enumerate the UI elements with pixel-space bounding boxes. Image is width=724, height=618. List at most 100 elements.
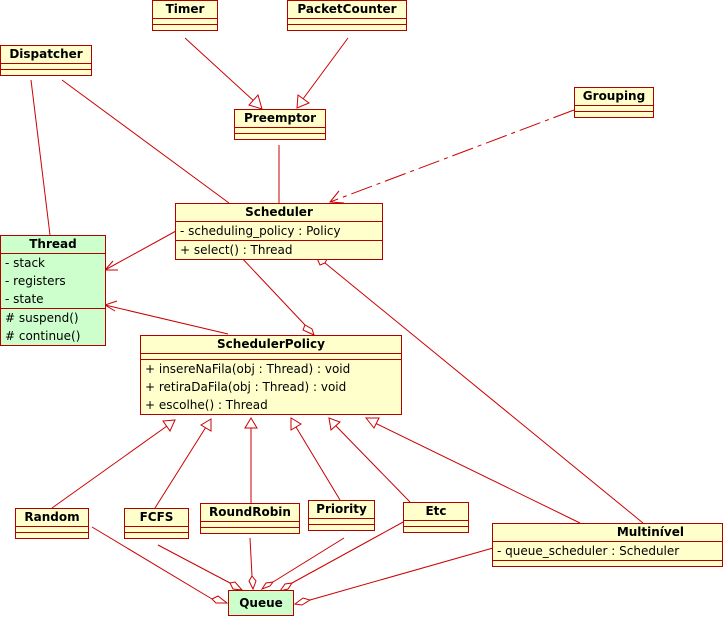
class-name: Queue bbox=[239, 596, 283, 610]
attributes-compartment bbox=[153, 19, 217, 25]
edge-random-queue bbox=[91, 526, 213, 600]
class-packetcounter[interactable]: PacketCounter bbox=[287, 0, 407, 31]
class-name: Preemptor bbox=[235, 110, 325, 128]
triangle-arrowhead-icon bbox=[244, 417, 258, 429]
edge-dispatcher-thread bbox=[30, 79, 51, 236]
class-queue[interactable]: Queue bbox=[228, 590, 294, 616]
class-multinivel[interactable]: Multinível - queue_scheduler : Scheduler bbox=[492, 523, 723, 567]
class-thread[interactable]: Thread - stack - registers - state # sus… bbox=[0, 235, 106, 346]
operations-compartment bbox=[1, 70, 91, 75]
diamond-icon bbox=[260, 581, 275, 591]
edge-packetcounter-preemptor bbox=[302, 37, 349, 100]
attributes-compartment bbox=[404, 521, 468, 527]
edge-grouping-scheduler bbox=[329, 109, 575, 203]
class-name: Multinível bbox=[493, 524, 722, 542]
class-name: Scheduler bbox=[176, 204, 382, 222]
edge-multinivel-queue bbox=[309, 547, 494, 601]
class-name: Etc bbox=[404, 503, 468, 521]
triangle-arrowhead-icon bbox=[328, 417, 341, 431]
attributes-compartment bbox=[16, 527, 88, 533]
edge-random-schedulerpolicy bbox=[51, 425, 168, 509]
operation: + retiraDaFila(obj : Thread) : void bbox=[145, 380, 347, 394]
class-schedulerpolicy[interactable]: SchedulerPolicy + insereNaFila(obj : Thr… bbox=[140, 335, 402, 415]
triangle-arrowhead-icon bbox=[200, 418, 212, 432]
edge-priority-queue bbox=[272, 537, 345, 583]
attributes-compartment bbox=[1, 64, 91, 70]
edge-scheduler-schedulerpolicy bbox=[239, 255, 306, 326]
diamond-icon bbox=[293, 597, 312, 606]
class-dispatcher[interactable]: Dispatcher bbox=[0, 45, 92, 76]
attribute: - scheduling_policy : Policy bbox=[180, 224, 341, 238]
class-name: Grouping bbox=[575, 88, 653, 106]
attribute: - state bbox=[5, 292, 44, 306]
operations-compartment bbox=[309, 525, 374, 530]
triangle-arrowhead-icon bbox=[296, 94, 311, 109]
attributes-compartment bbox=[201, 522, 299, 528]
class-random[interactable]: Random bbox=[15, 508, 89, 539]
class-fcfs[interactable]: FCFS bbox=[124, 508, 189, 539]
attribute: - registers bbox=[5, 274, 66, 288]
attribute: - queue_scheduler : Scheduler bbox=[497, 544, 680, 558]
open-arrowhead-icon bbox=[329, 190, 345, 204]
class-name: PacketCounter bbox=[288, 1, 406, 19]
attributes-compartment: - stack - registers - state bbox=[1, 254, 105, 309]
class-name: FCFS bbox=[125, 509, 188, 527]
class-etc[interactable]: Etc bbox=[403, 502, 469, 533]
edge-roundrobin-queue bbox=[249, 537, 253, 577]
operations-compartment: + insereNaFila(obj : Thread) : void + re… bbox=[141, 360, 401, 414]
operations-compartment bbox=[575, 112, 653, 117]
operation: + insereNaFila(obj : Thread) : void bbox=[145, 362, 351, 376]
class-name: Timer bbox=[153, 1, 217, 19]
attributes-compartment: - scheduling_policy : Policy bbox=[176, 222, 382, 241]
diamond-icon bbox=[229, 581, 244, 591]
operations-compartment bbox=[125, 533, 188, 538]
class-timer[interactable]: Timer bbox=[152, 0, 218, 31]
edge-etc-queue bbox=[291, 520, 406, 584]
operations-compartment bbox=[404, 527, 468, 532]
edge-etc-schedulerpolicy bbox=[335, 425, 411, 503]
operation: + select() : Thread bbox=[180, 243, 293, 257]
triangle-arrowhead-icon bbox=[290, 417, 302, 431]
class-name: Random bbox=[16, 509, 88, 527]
edge-fcfs-queue bbox=[157, 544, 231, 584]
triangle-arrowhead-icon bbox=[248, 93, 263, 110]
class-scheduler[interactable]: Scheduler - scheduling_policy : Policy +… bbox=[175, 203, 383, 260]
edge-timer-preemptor bbox=[184, 37, 256, 103]
class-grouping[interactable]: Grouping bbox=[574, 87, 654, 118]
attributes-compartment bbox=[235, 128, 325, 134]
edge-multinivel-scheduler bbox=[324, 262, 644, 524]
edge-fcfs-schedulerpolicy bbox=[154, 426, 207, 509]
diamond-icon bbox=[211, 595, 229, 604]
operations-compartment bbox=[16, 533, 88, 538]
triangle-arrowhead-icon bbox=[162, 419, 176, 433]
edge-scheduler-thread bbox=[104, 230, 177, 271]
attributes-compartment bbox=[141, 354, 401, 360]
operations-compartment: + select() : Thread bbox=[176, 241, 382, 259]
edge-dispatcher-scheduler bbox=[61, 79, 230, 204]
class-preemptor[interactable]: Preemptor bbox=[234, 109, 326, 140]
class-roundrobin[interactable]: RoundRobin bbox=[200, 503, 300, 534]
operation: # suspend() bbox=[5, 311, 79, 325]
attribute: - stack bbox=[5, 256, 46, 270]
class-name: Priority bbox=[309, 501, 374, 519]
operations-compartment bbox=[153, 25, 217, 30]
class-name: Thread bbox=[1, 236, 105, 254]
diamond-icon bbox=[302, 324, 315, 336]
operation: + escolhe() : Thread bbox=[145, 398, 268, 412]
operations-compartment bbox=[288, 25, 406, 30]
operations-compartment bbox=[235, 134, 325, 139]
class-name: Dispatcher bbox=[1, 46, 91, 64]
attributes-compartment bbox=[309, 519, 374, 525]
diamond-icon bbox=[248, 575, 257, 591]
attributes-compartment bbox=[288, 19, 406, 25]
attributes-compartment bbox=[575, 106, 653, 112]
operations-compartment bbox=[493, 561, 722, 566]
operations-compartment: # suspend() # continue() bbox=[1, 309, 105, 345]
triangle-arrowhead-icon bbox=[364, 417, 380, 429]
class-name: RoundRobin bbox=[201, 504, 299, 522]
edge-priority-schedulerpolicy bbox=[295, 426, 341, 501]
class-priority[interactable]: Priority bbox=[308, 500, 375, 531]
edge-schedulerpolicy-thread bbox=[104, 304, 229, 335]
class-name: SchedulerPolicy bbox=[141, 336, 401, 354]
diamond-icon bbox=[278, 582, 294, 592]
